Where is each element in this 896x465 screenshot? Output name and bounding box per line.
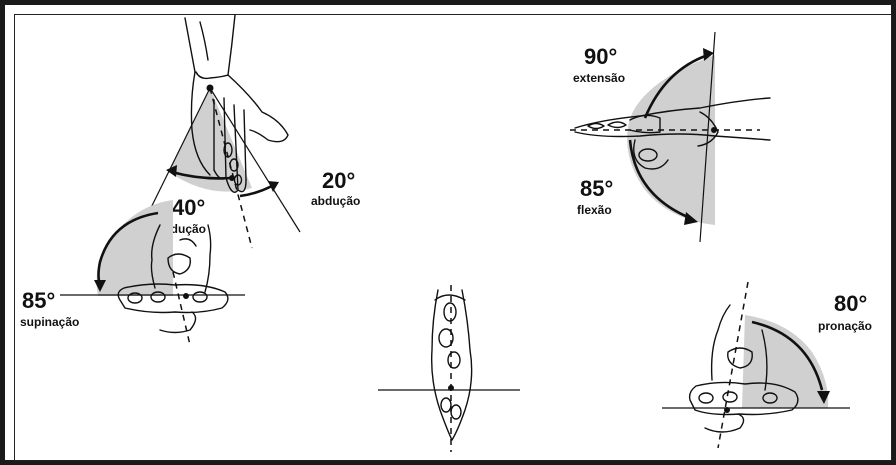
- abduction-label: abdução: [311, 194, 360, 208]
- wrist-deviation-panel: 40° adução 20° abdução: [139, 14, 360, 249]
- supination-foot-illustration: [117, 224, 229, 334]
- pronation-label: pronação: [818, 319, 872, 333]
- supination-pivot-point: [183, 293, 189, 299]
- pronation-panel: 80° pronação: [662, 281, 872, 449]
- abduction-arrowhead-icon: [268, 181, 279, 192]
- supination-label: supinação: [20, 315, 79, 329]
- neutral-foot-illustration: [430, 289, 473, 441]
- wrist-axis-dashed-line: [209, 87, 253, 249]
- neutral-foot-panel: [378, 285, 520, 452]
- extension-arrowhead-icon: [703, 48, 714, 61]
- supination-range-sector: [96, 200, 173, 296]
- neutral-pivot-point: [448, 385, 454, 391]
- adduction-arrow-arc: [171, 170, 233, 180]
- toe-flexion-panel: 90° extensão 85° flexão: [570, 31, 771, 243]
- toe-vertical-axis-line: [699, 31, 716, 243]
- extension-label: extensão: [573, 71, 625, 85]
- pronation-foot-illustration: [688, 304, 799, 433]
- abduction-limit-line: [209, 87, 301, 233]
- pronation-arrowhead-icon: [817, 391, 830, 404]
- foot-illustration: [574, 97, 771, 170]
- wrist-pivot-point: [206, 84, 214, 92]
- abduction-arrow-arc: [239, 184, 273, 198]
- supination-arrowhead-icon: [94, 280, 106, 292]
- flexion-label: flexão: [577, 203, 612, 217]
- pronation-arrow-arc: [751, 320, 824, 391]
- extension-degrees: 90°: [584, 44, 617, 69]
- supination-degrees: 85°: [22, 288, 55, 313]
- pronation-pivot-point: [724, 407, 730, 413]
- toe-pivot-point: [711, 127, 717, 133]
- flexion-degrees: 85°: [580, 176, 613, 201]
- adduction-arrowhead-icon: [166, 165, 177, 177]
- flexion-arrow-arc: [628, 139, 691, 220]
- toe-motion-range-sector: [627, 55, 715, 225]
- pronation-range-sector: [742, 315, 829, 408]
- supination-axis-dashed-line: [172, 271, 191, 346]
- adduction-label: adução: [164, 222, 206, 236]
- adduction-degrees: 40°: [172, 195, 205, 220]
- supination-arrow-arc: [97, 211, 159, 286]
- hand-illustration: [184, 14, 289, 193]
- pronation-degrees: 80°: [834, 291, 867, 316]
- abduction-degrees: 20°: [322, 168, 355, 193]
- extension-arrow-arc: [643, 53, 709, 119]
- figure-inner-border: [14, 14, 892, 461]
- wrist-deviation-range-sector: [169, 88, 252, 192]
- flexion-arrowhead-icon: [684, 212, 698, 225]
- supination-panel: 85° supinação: [20, 200, 245, 346]
